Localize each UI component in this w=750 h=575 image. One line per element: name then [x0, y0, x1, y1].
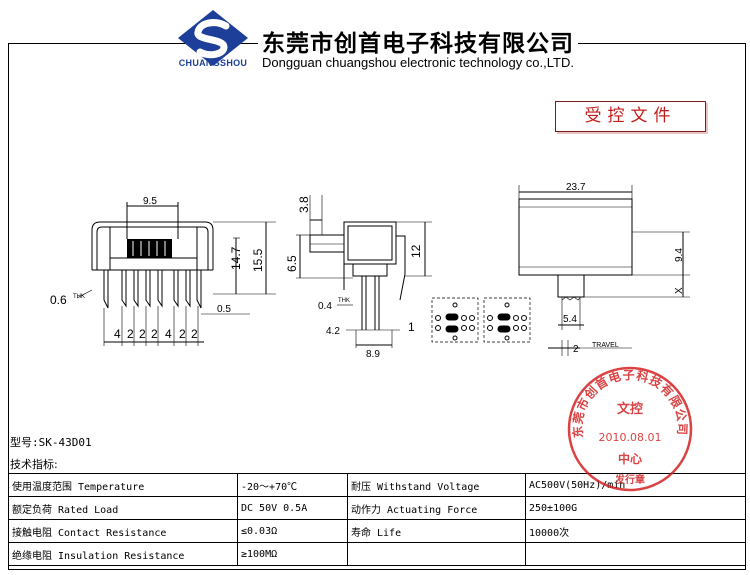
company-name-en: Dongguan chuangshou electronic technolog…	[260, 55, 576, 70]
spec-row: 绝缘电阻 Insulation Resistance ≥100MΩ	[8, 542, 746, 566]
controlled-document-label: 受控文件	[584, 106, 677, 126]
side-view	[296, 195, 432, 348]
dim-pin-thk-sup: THK	[338, 298, 350, 304]
spec-label: 寿命 Life	[347, 519, 526, 543]
dim-offset: 0.5	[217, 304, 231, 315]
spec-label: 使用温度范围 Temperature	[8, 473, 238, 497]
dim-pitch-4a: 4	[114, 327, 121, 341]
spec-label	[347, 542, 526, 566]
dim-height-a: 14.7	[229, 246, 243, 270]
dim-pin-offset: 4.2	[326, 326, 340, 337]
spec-row: 接触电阻 Contact Resistance ≤0.03Ω 寿命 Life 1…	[8, 519, 746, 543]
dim-x: X	[674, 287, 685, 294]
seal-date: 2010.08.01	[599, 431, 662, 444]
controlled-document-box: 受控文件	[555, 101, 706, 132]
company-name-cn: 东莞市创首电子科技有限公司	[258, 24, 578, 58]
dim-body-len: 23.7	[566, 182, 586, 193]
spec-value: 10000次	[525, 519, 746, 543]
dim-pitch-2a: 2	[127, 327, 134, 341]
seal-top-text: 文控	[617, 401, 643, 417]
dim-pitch-2c: 2	[151, 327, 158, 341]
dim-knob-len: 3.8	[297, 196, 311, 213]
dim-pitch-4b: 4	[165, 327, 172, 341]
spec-label: 耐压 Withstand Voltage	[347, 473, 526, 497]
spec-label: 动作力 Actuating Force	[347, 496, 526, 520]
chuangshou-logo	[178, 10, 248, 66]
dim-side-h: 12	[409, 244, 423, 258]
spec-label: 绝缘电阻 Insulation Resistance	[8, 542, 238, 566]
spec-value	[525, 542, 746, 566]
dim-pitch-2b: 2	[139, 327, 146, 341]
spec-row: 使用温度范围 Temperature -20～+70℃ 耐压 Withstand…	[8, 473, 746, 497]
spec-value: ≤0.03Ω	[237, 519, 348, 543]
pcb-footprint	[431, 297, 531, 343]
spec-label: 额定负荷 Rated Load	[8, 496, 238, 520]
spec-value: DC 50V 0.5A	[237, 496, 348, 520]
red-seal-stamp: 东莞市创首电子科技有限公司 文控 2010.08.01 中心 发行章	[567, 366, 693, 492]
spec-value: 250±100G	[525, 496, 746, 520]
dim-pitch-2e: 2	[191, 327, 198, 341]
dim-knob-w: 5.4	[563, 314, 577, 325]
spec-value: ≥100MΩ	[237, 542, 348, 566]
seal-center-text: 中心	[618, 451, 642, 466]
spec-value: -20～+70℃	[237, 473, 348, 497]
spec-label: 接触电阻 Contact Resistance	[8, 519, 238, 543]
spec-table: 使用温度范围 Temperature -20～+70℃ 耐压 Withstand…	[8, 473, 746, 566]
spec-title: 技术指标:	[10, 458, 58, 471]
dim-knob-h: 6.5	[285, 255, 299, 272]
travel-label: TRAVEL	[592, 342, 619, 349]
dim-thickness-thk: THK	[73, 294, 85, 300]
dim-side-width: 8.9	[366, 349, 380, 360]
front-view	[76, 202, 276, 346]
dim-pin-thk: 0.4	[318, 301, 332, 312]
dim-height-b: 15.5	[251, 248, 265, 272]
model-number: 型号:SK-43D01	[10, 436, 92, 449]
top-view	[518, 185, 690, 356]
spec-row: 额定负荷 Rated Load DC 50V 0.5A 动作力 Actuatin…	[8, 496, 746, 520]
dim-side-one: 1	[408, 320, 415, 334]
seal-bottom-text: 发行章	[614, 473, 645, 486]
dim-body-h: 9.4	[674, 248, 685, 262]
dim-pitch-2d: 2	[179, 327, 186, 341]
dim-travel: 2	[573, 344, 579, 355]
dim-top-width: 9.5	[143, 196, 157, 207]
dim-thickness: 0.6	[50, 293, 67, 307]
brand-name: CHUANGSHOU	[178, 58, 248, 68]
